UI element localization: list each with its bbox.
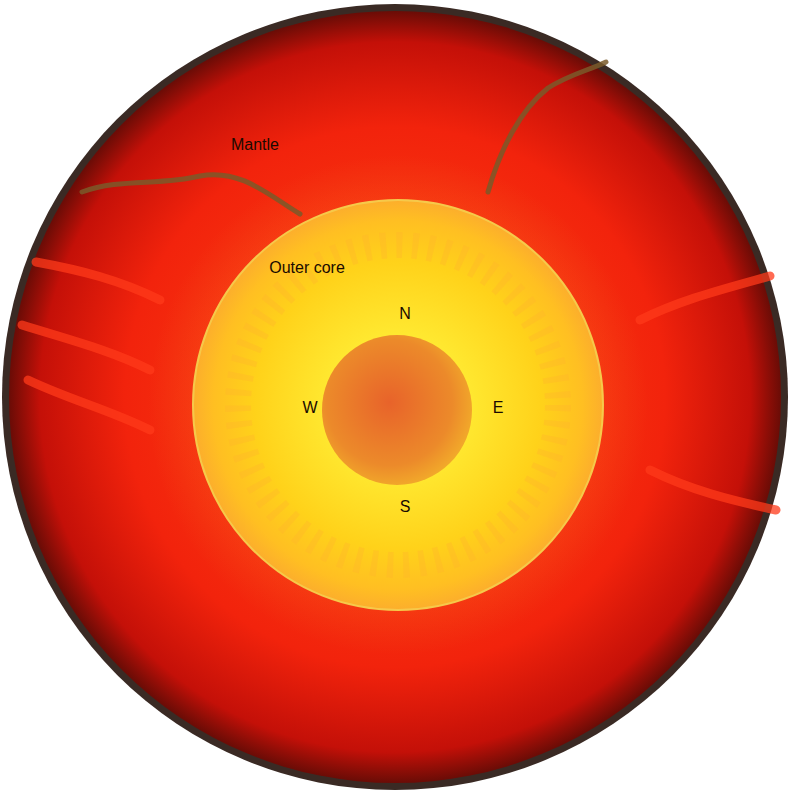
mantle-plumes: [82, 62, 606, 214]
region-label: Mantle: [231, 136, 279, 154]
core-glow: [148, 155, 648, 655]
direction-label: N: [399, 305, 411, 323]
direction-label: W: [302, 399, 317, 417]
crust-edge: [2, 4, 788, 790]
region-label: Outer core: [269, 259, 345, 277]
direction-label: S: [400, 498, 411, 516]
mantle-disk: [9, 11, 781, 783]
core-convection: [238, 245, 558, 565]
direction-label: E: [493, 399, 504, 417]
outer-core-disk: [193, 200, 603, 610]
inner-core-disk: [322, 335, 472, 485]
